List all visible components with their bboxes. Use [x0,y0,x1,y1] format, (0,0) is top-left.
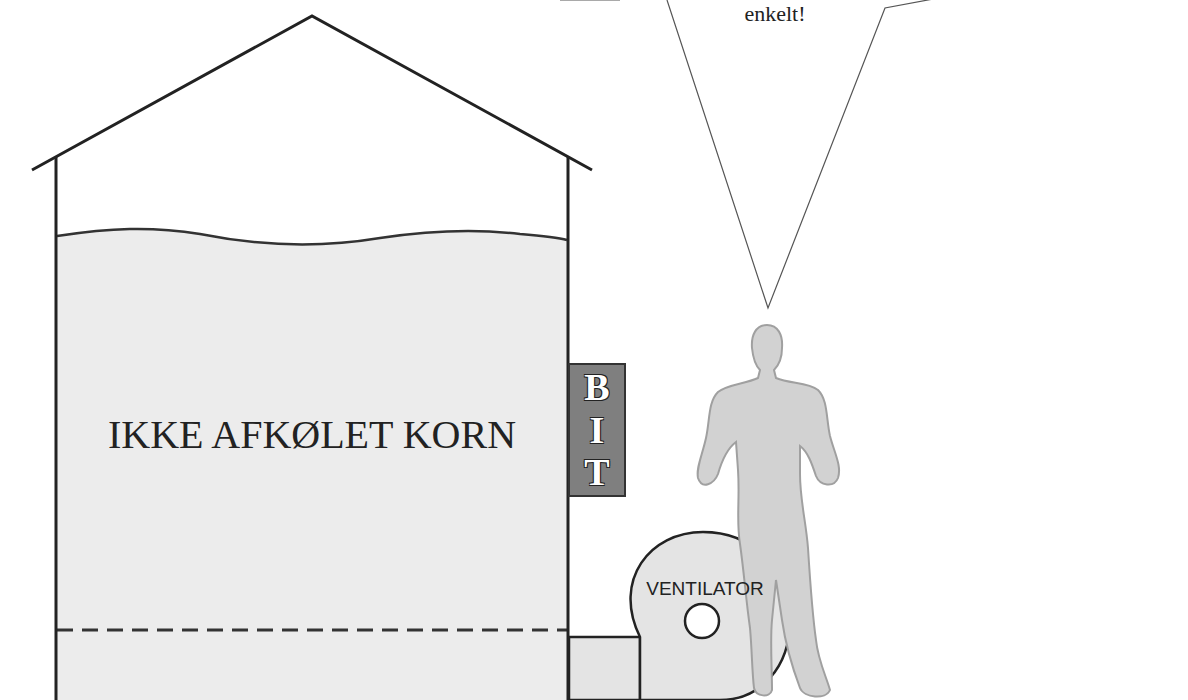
fan-hub [685,604,719,638]
bit-box: BIT [568,363,626,497]
node-text: IKKE AFKØLET KORN [108,409,516,461]
speech-text: enkelt! [700,0,850,29]
ventilator-label: VENTILATOR [630,574,780,604]
grain-region: IKKE AFKØLET KORN [58,380,566,490]
node-text: enkelt! [744,2,805,26]
speech-bubble-edge [560,0,620,1]
person-silhouette [698,325,839,697]
node-text: BIT [578,366,616,494]
air-duct [569,637,640,700]
speech-bubble [667,0,960,308]
grain-surface [57,229,567,244]
perforated-floor [57,629,567,632]
grain-fill [57,229,567,700]
node-text: VENTILATOR [646,578,764,601]
wall-left [55,157,58,700]
roof [32,16,592,170]
